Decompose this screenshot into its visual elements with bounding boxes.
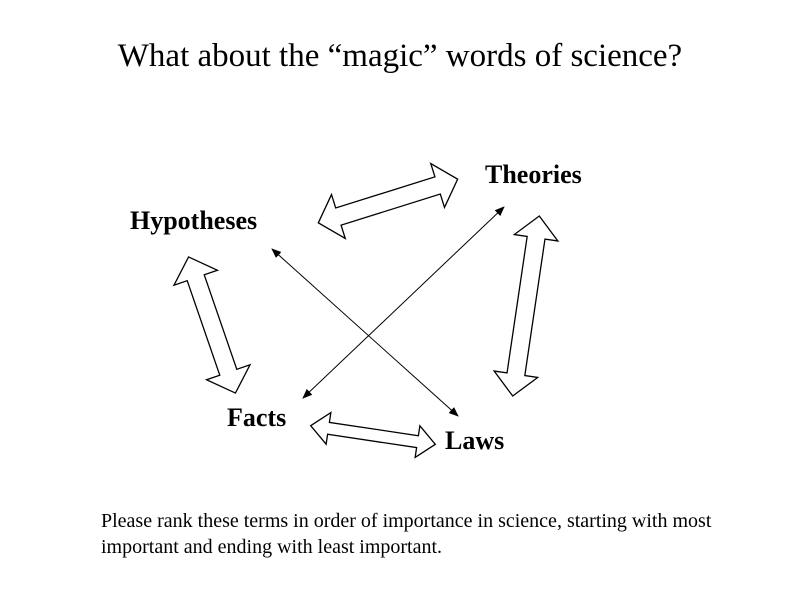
block-arrow-theories-laws [492, 215, 560, 397]
block-arrow-hypotheses-theories [317, 162, 459, 240]
thin-arrow-facts-theories [302, 206, 505, 399]
node-facts: Facts [227, 403, 287, 432]
thin-arrow-hypotheses-laws [271, 248, 459, 417]
block-arrow-facts-laws [309, 411, 437, 459]
instructions-text: Please rank these terms in order of impo… [101, 510, 712, 558]
slide-title: What about the “magic” words of science? [117, 38, 683, 74]
node-theories: Theories [485, 160, 582, 189]
node-hypotheses: Hypotheses [130, 206, 258, 235]
node-laws: Laws [445, 426, 505, 455]
block-arrow-hypotheses-facts [172, 256, 252, 394]
